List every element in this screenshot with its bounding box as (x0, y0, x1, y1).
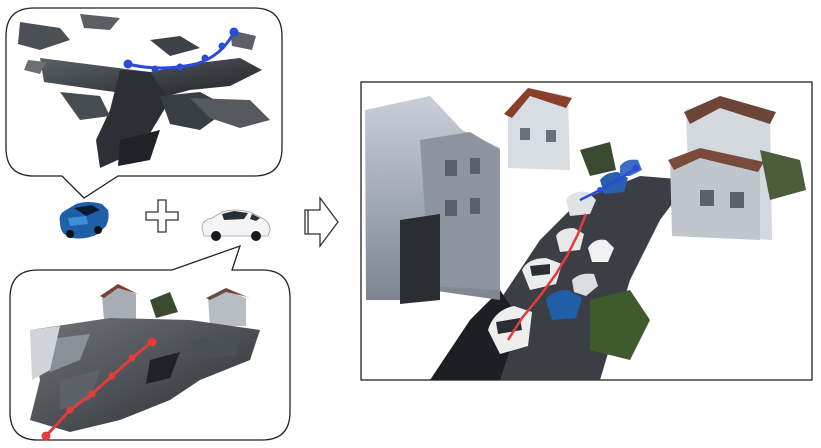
top-left-map-panel (5, 7, 283, 199)
bottom-left-map-panel (9, 244, 291, 441)
red-trajectory-point (147, 337, 157, 347)
red-trajectory-point (66, 406, 74, 414)
result-white-car (522, 258, 562, 290)
white-car-icon (201, 209, 271, 241)
red-trajectory-line (44, 340, 153, 438)
red-trajectory-point (41, 431, 51, 441)
result-white-car (588, 239, 614, 262)
red-trajectory-point (108, 372, 116, 380)
blue-car-icon (59, 202, 109, 239)
result-white-car (572, 273, 598, 296)
blue-trajectory-point (229, 27, 239, 37)
result-blue-points (597, 164, 640, 193)
blue-trajectory-point (218, 42, 226, 50)
plus-icon (145, 199, 179, 233)
result-blue-point (632, 164, 640, 172)
result-white-car (566, 191, 596, 216)
blue-trajectory-point (201, 54, 209, 62)
result-blue-trajectory (579, 166, 637, 202)
result-blue-car (620, 159, 642, 176)
red-trajectory-point (128, 354, 136, 362)
blue-trajectory-point (176, 63, 184, 71)
bottom-left-point-cloud (30, 284, 260, 432)
result-blue-point (597, 187, 603, 193)
result-point-cloud (365, 88, 806, 380)
top-left-point-cloud (18, 14, 270, 168)
result-red-trajectory (506, 213, 588, 341)
blue-trajectory-points (123, 27, 239, 73)
blue-trajectory-point (151, 65, 159, 73)
result-blue-point (615, 177, 621, 183)
blue-trajectory-point (123, 59, 133, 69)
result-scene-panel (360, 81, 813, 381)
red-trajectory-points (41, 337, 157, 441)
right-arrow-icon (304, 196, 339, 248)
result-blue-car (546, 290, 582, 320)
red-trajectory-point (88, 390, 96, 398)
